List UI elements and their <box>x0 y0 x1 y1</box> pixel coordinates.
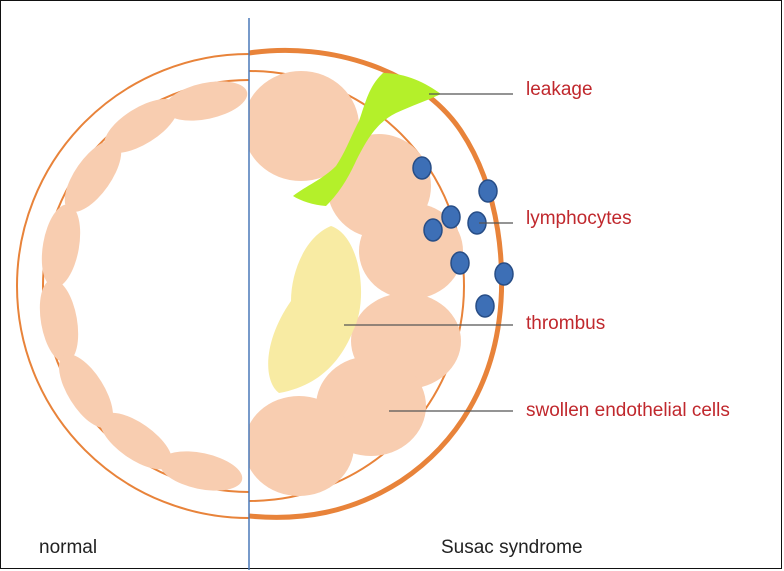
lymphocyte <box>495 263 513 285</box>
susac-vessel <box>34 50 513 517</box>
label-swollen-endothelial-cells: swollen endothelial cells <box>526 400 730 422</box>
label-thrombus: thrombus <box>526 313 605 335</box>
lymphocyte <box>413 157 431 179</box>
endothelial-cell <box>34 277 84 366</box>
lymphocyte <box>442 206 460 228</box>
label-lymphocytes: lymphocytes <box>526 208 632 230</box>
swollen-cell <box>244 396 354 496</box>
lymphocyte <box>424 219 442 241</box>
lymphocyte <box>476 295 494 317</box>
lymphocyte <box>451 252 469 274</box>
label-normal: normal <box>39 537 97 559</box>
label-susac-syndrome: Susac syndrome <box>441 537 583 559</box>
normal-endothelial-cells <box>34 75 251 498</box>
lymphocyte <box>479 180 497 202</box>
endothelial-cell <box>161 75 251 128</box>
label-leakage: leakage <box>526 79 593 101</box>
